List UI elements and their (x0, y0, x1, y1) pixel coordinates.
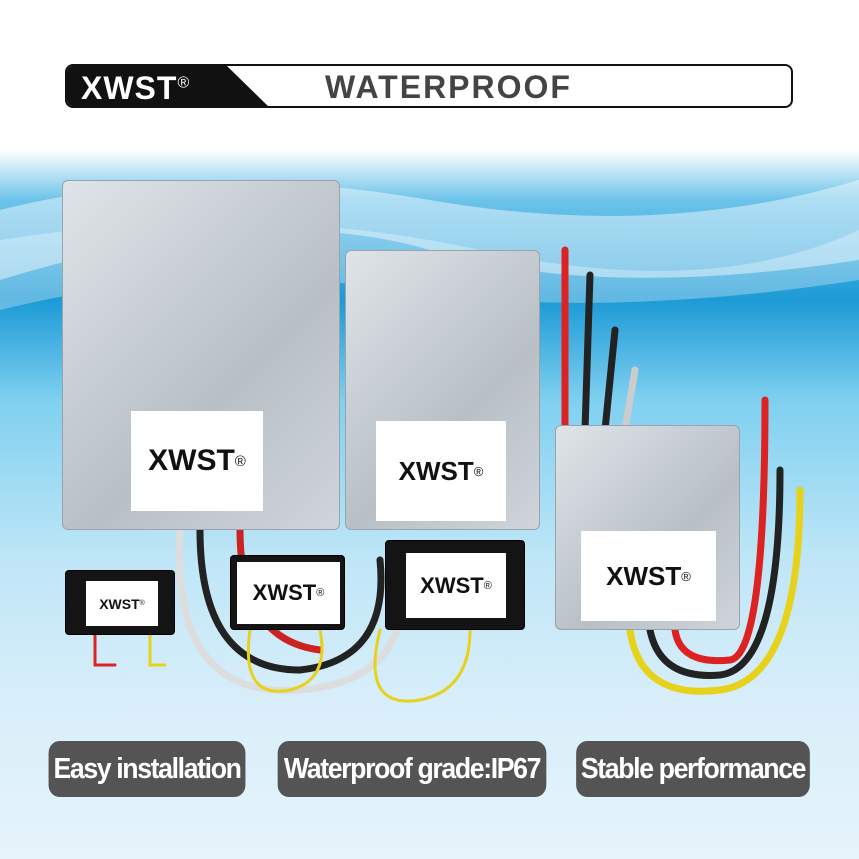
product-black-module: XWST® (385, 540, 525, 630)
product-label: XWST® (581, 531, 716, 621)
brand-logo: XWST® (67, 66, 272, 106)
product-mini-module: XWST® (65, 570, 175, 635)
feature-easy-installation: Easy installation (48, 741, 246, 797)
page-title: WATERPROOF (325, 69, 572, 105)
feature-stable-performance: Stable performance (576, 741, 810, 797)
product-label: XWST® (237, 562, 340, 624)
product-label: XWST® (86, 581, 158, 626)
product-compact-module: XWST® (230, 555, 345, 630)
product-medium-converter: XWST® (345, 250, 540, 530)
product-large-converter: XWST® (62, 180, 340, 530)
product-label: XWST® (131, 411, 263, 511)
product-label: XWST® (406, 553, 506, 618)
product-small-converter: XWST® (555, 425, 740, 630)
feature-waterproof-grade: Waterproof grade:IP67 (277, 741, 547, 797)
product-label: XWST® (376, 421, 506, 521)
header-banner: XWST® WATERPROOF (65, 64, 793, 108)
